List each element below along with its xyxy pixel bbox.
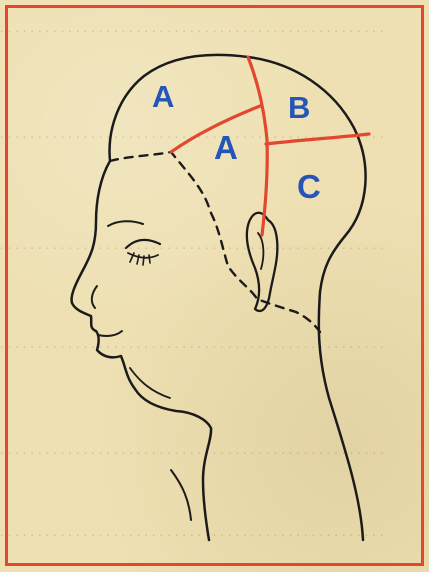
- eye-lashes: [130, 253, 150, 265]
- section-line-bc-divider: [266, 134, 369, 144]
- eye-upper-lid: [126, 240, 160, 248]
- mouth-line: [98, 331, 122, 336]
- chin-contour: [130, 368, 170, 398]
- zone-label-a-mid: A: [214, 131, 238, 164]
- nose-line: [92, 286, 97, 308]
- zone-label-b: B: [288, 92, 310, 123]
- hairline-dashed: [110, 152, 320, 332]
- inner-ear-line: [258, 233, 263, 269]
- section-line-crown-divider: [248, 57, 267, 235]
- eyebrow-line: [108, 221, 143, 226]
- zone-label-a-top: A: [152, 81, 174, 112]
- throat-line: [171, 470, 191, 520]
- back-of-head-outline: [110, 55, 366, 540]
- zone-label-c: C: [297, 170, 321, 203]
- face-profile-outline: [72, 161, 212, 540]
